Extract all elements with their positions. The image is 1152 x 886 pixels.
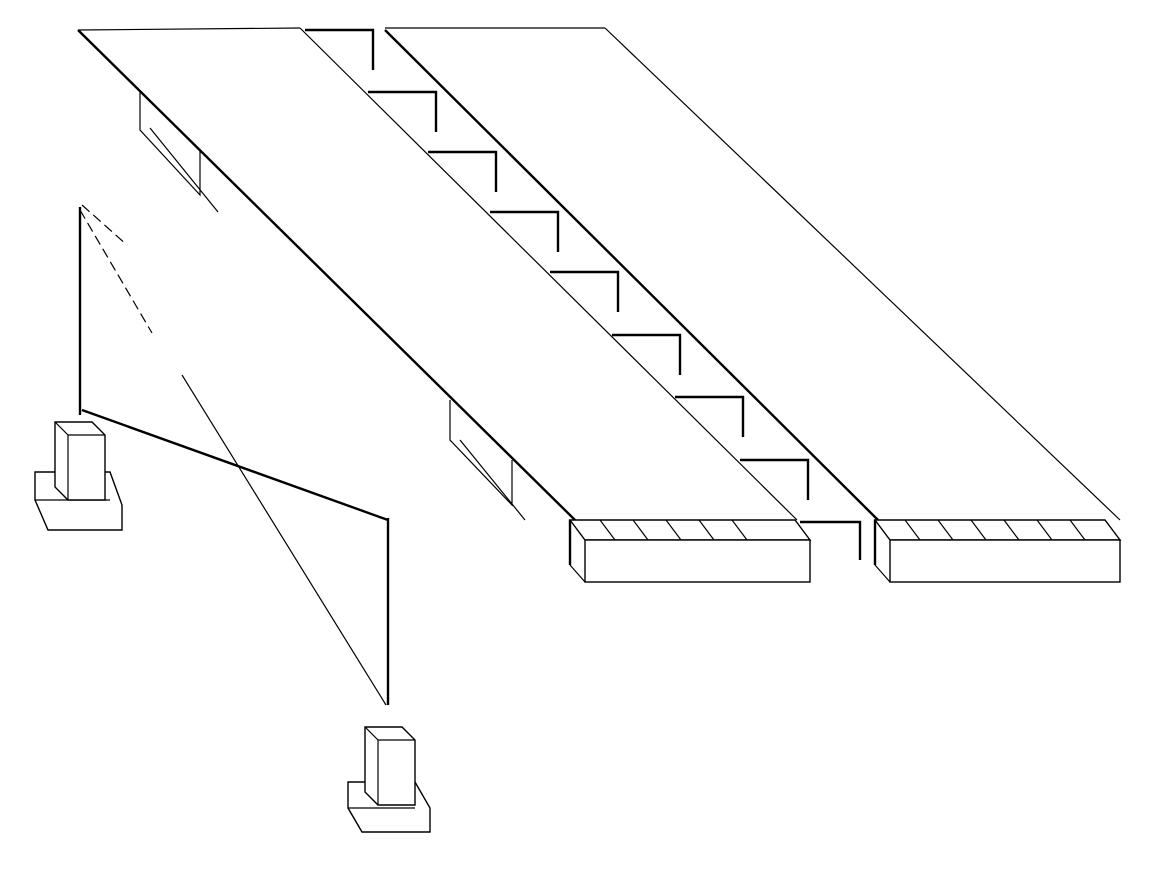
channel-end-bracket: [800, 520, 862, 560]
center-channel: [305, 28, 879, 521]
lower-hanger: [449, 400, 526, 521]
channel-brackets: [305, 28, 810, 500]
box-slat: [904, 519, 921, 541]
box-slat: [1036, 519, 1053, 541]
box-slat: [698, 519, 715, 541]
box-slat: [731, 519, 748, 541]
right-panel: [385, 27, 1121, 521]
channel-bracket: [428, 150, 498, 192]
right-support: [347, 518, 431, 833]
box-slat: [937, 519, 954, 541]
left-end-box: [568, 519, 812, 583]
box-slats: [599, 519, 1086, 541]
channel-bracket: [550, 270, 620, 312]
channel-bracket: [490, 210, 560, 252]
channel-bracket: [305, 28, 375, 70]
right-end-box: [873, 519, 1122, 583]
channel-bracket: [368, 90, 438, 132]
cables: [79, 204, 389, 706]
box-slat: [632, 519, 649, 541]
box-slat: [599, 519, 616, 541]
channel-bracket: [612, 333, 682, 375]
box-slat: [1069, 519, 1086, 541]
channel-bracket: [675, 395, 745, 437]
box-slat: [665, 519, 682, 541]
left-panel: [77, 27, 798, 521]
left-support: [34, 207, 123, 531]
upper-hanger: [139, 92, 219, 213]
box-slat: [1003, 519, 1020, 541]
channel-bracket: [740, 458, 810, 500]
box-slat: [970, 519, 987, 541]
